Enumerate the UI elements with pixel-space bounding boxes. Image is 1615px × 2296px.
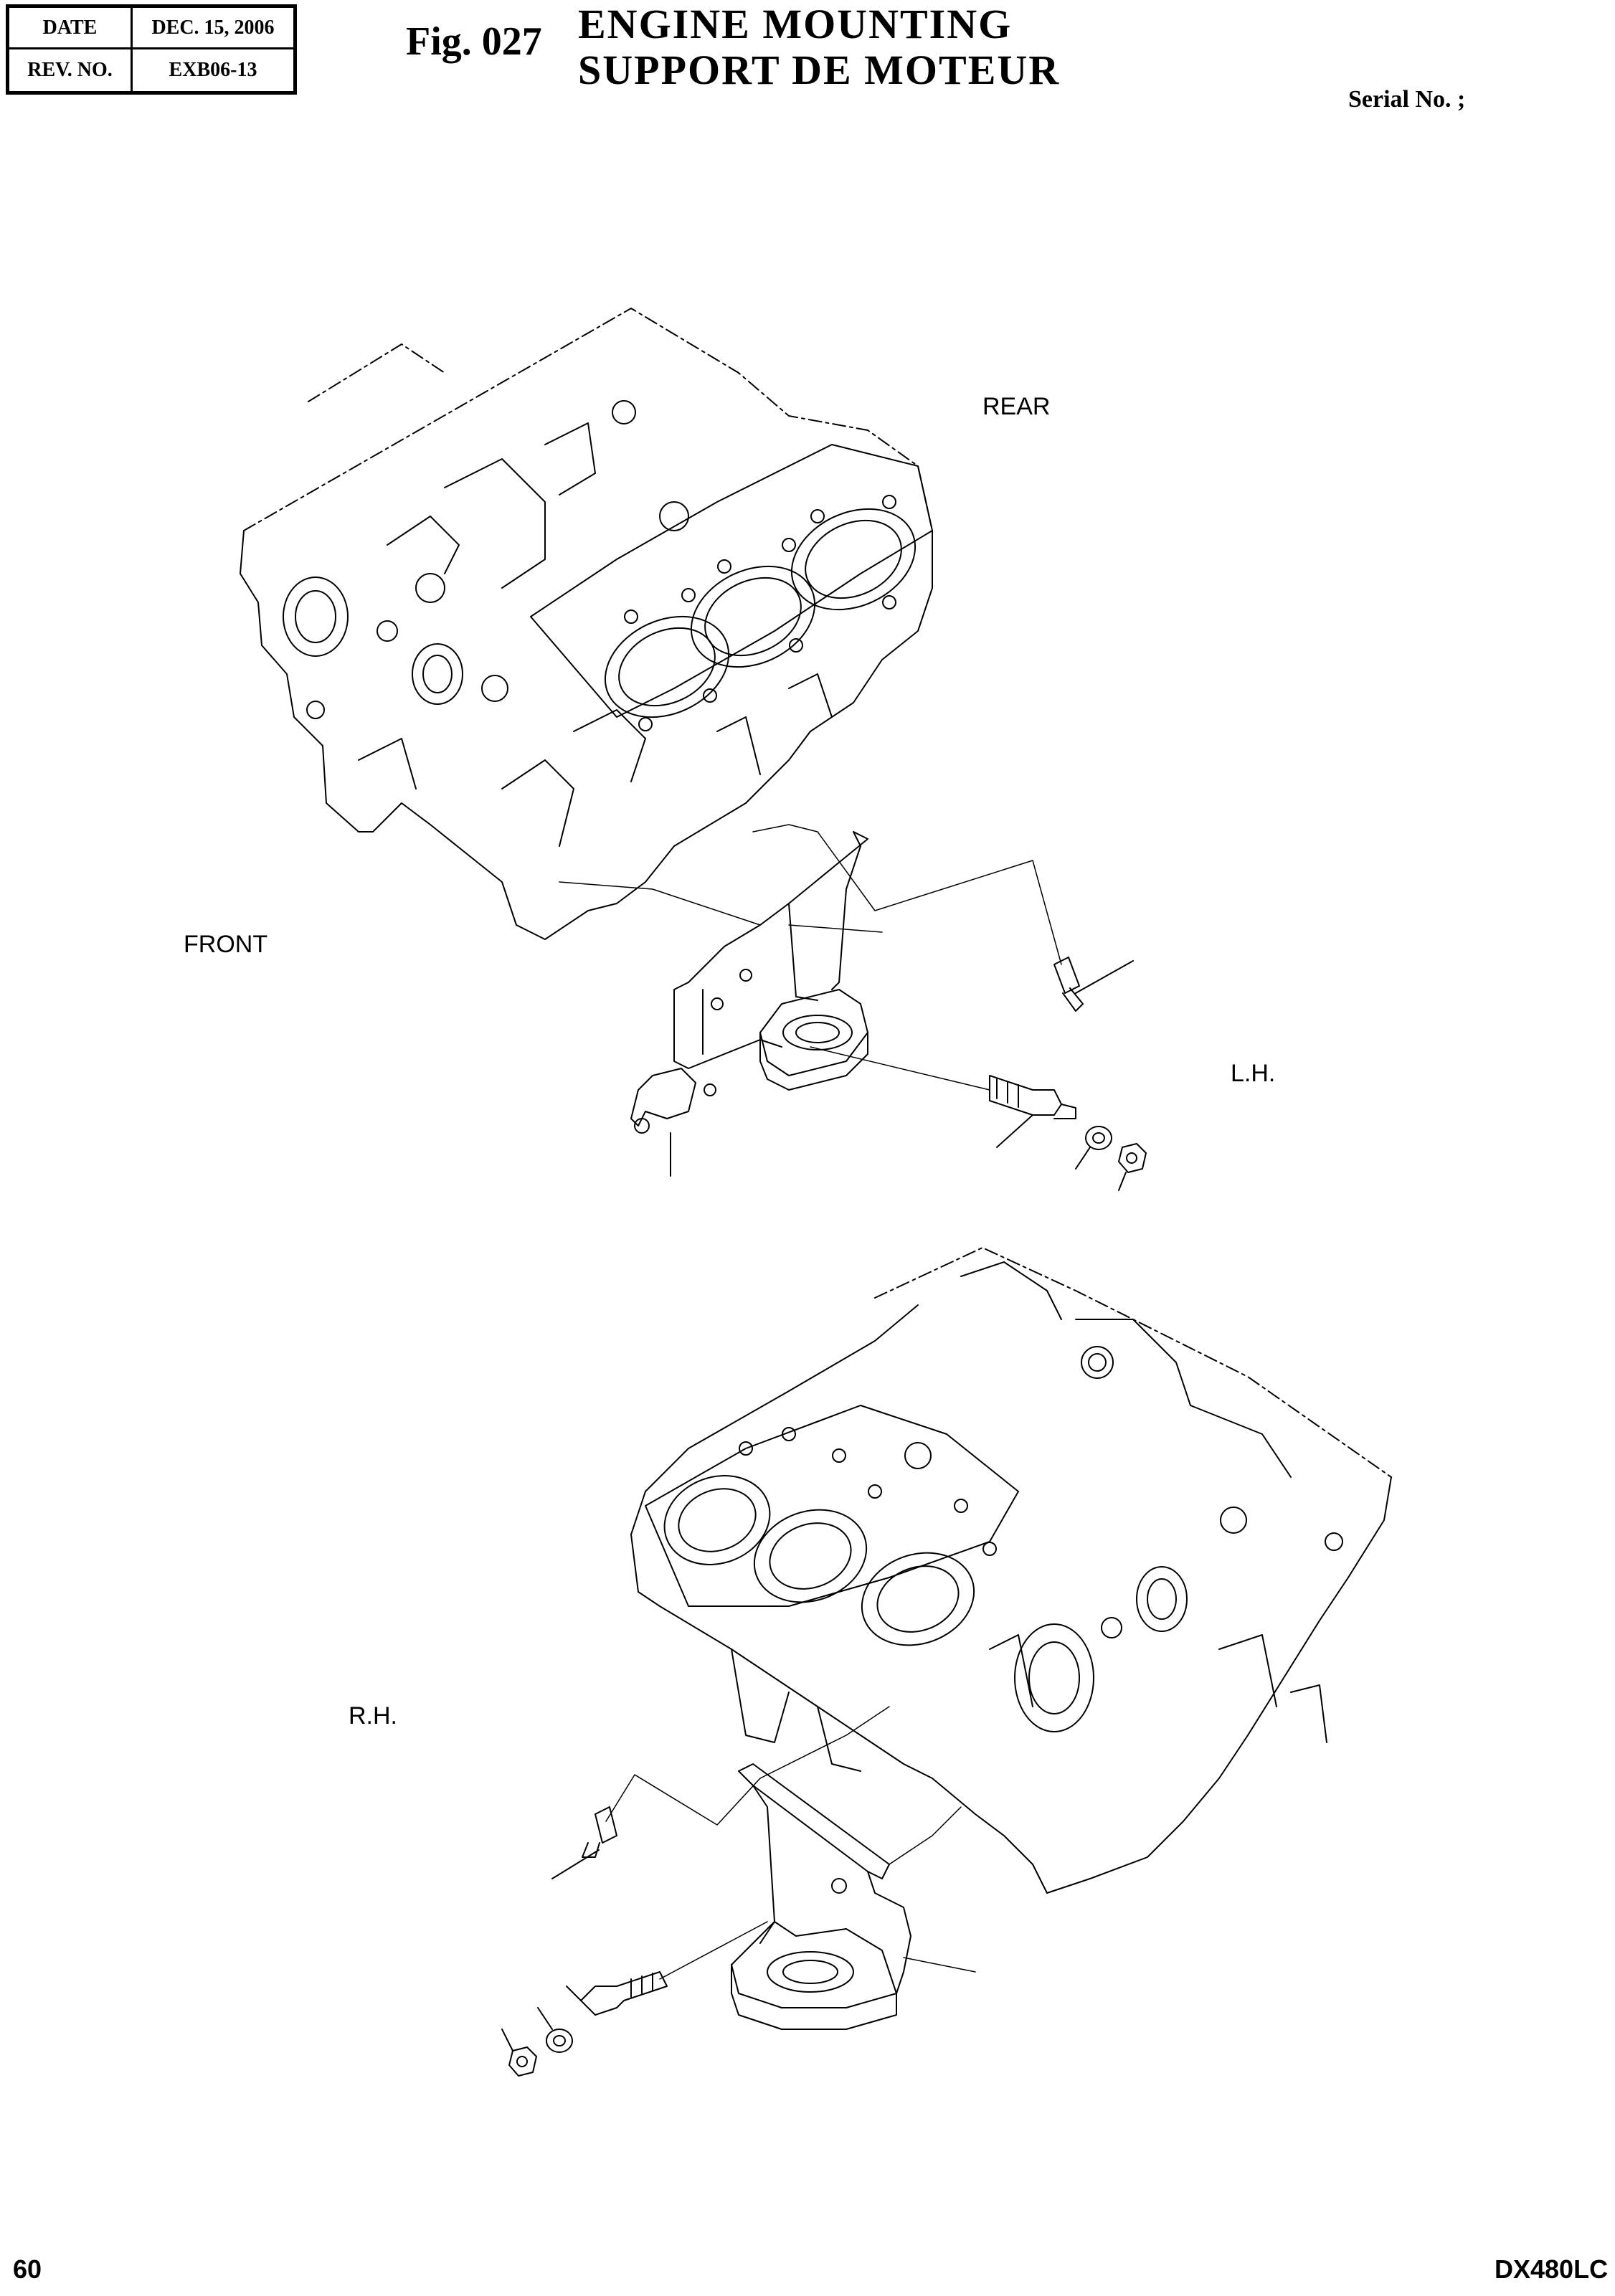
engine-block-lower (631, 1248, 1391, 1893)
revision-value: EXB06-13 (169, 59, 257, 81)
model-number: DX480LC (1495, 2254, 1609, 2284)
serial-number-label: Serial No. ; (1348, 86, 1466, 113)
revision-label: REV. NO. (9, 49, 133, 91)
fasteners-rh (502, 1807, 667, 2076)
engine-mount-bracket-rh (731, 1764, 911, 2029)
page-number: 60 (13, 2254, 42, 2284)
engine-mount-bracket-lh (631, 832, 868, 1176)
title-french: SUPPORT DE MOTEUR (578, 47, 1061, 93)
view-label-left-hand: L.H. (1231, 1060, 1276, 1087)
figure-number: Fig. 027 (406, 19, 542, 64)
view-label-right-hand: R.H. (349, 1702, 397, 1730)
leader-lines-lh (559, 825, 1061, 1090)
view-label-front: FRONT (184, 931, 268, 958)
leader-lines-rh (606, 1707, 975, 1979)
view-label-rear: REAR (982, 393, 1051, 420)
date-value: DEC. 15, 2006 (133, 8, 293, 49)
engine-block-upper (240, 308, 932, 939)
title-english: ENGINE MOUNTING (578, 1, 1013, 47)
date-label: DATE (9, 8, 133, 49)
revision-info-box: DATE DEC. 15, 2006 REV. NO. EXB06-13 (6, 4, 297, 95)
fasteners-lh (990, 957, 1146, 1190)
